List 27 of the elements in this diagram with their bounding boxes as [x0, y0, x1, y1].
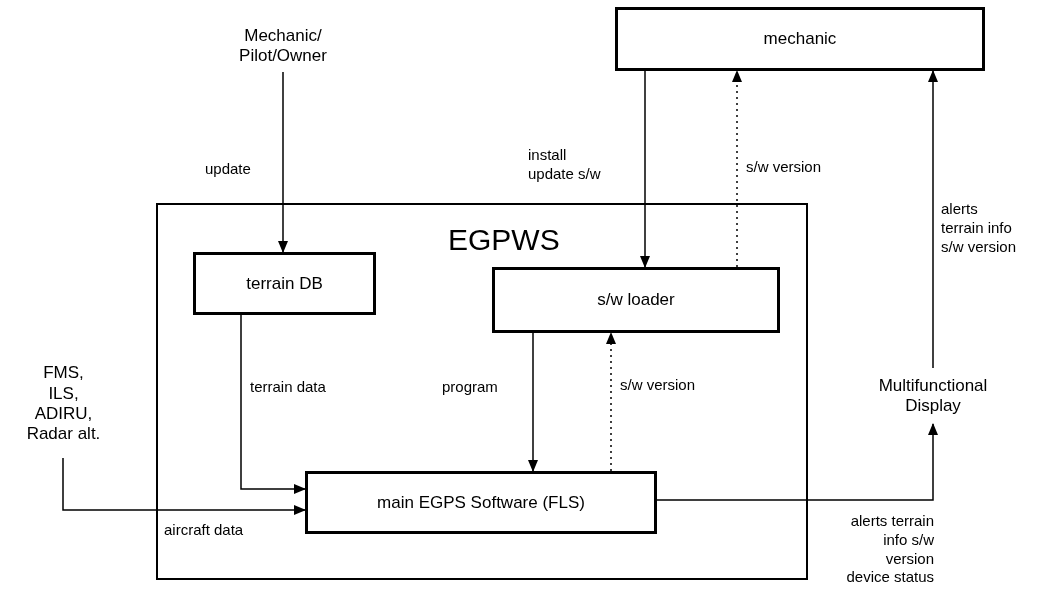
edge-label: alerts terrain info s/w version device status	[845, 512, 934, 587]
actor-label: Multifunctional Display	[850, 368, 1016, 424]
edge-label: s/w version	[746, 158, 823, 177]
system-title: EGPWS	[448, 225, 560, 255]
arrow	[656, 423, 938, 501]
edge-label: s/w version	[620, 376, 697, 395]
arrow	[732, 70, 742, 268]
arrow	[278, 71, 288, 253]
system-boundary-box	[156, 203, 808, 580]
edge-label: install update s/w	[528, 146, 602, 184]
process-box: s/w loader	[492, 267, 780, 333]
process-box: mechanic	[615, 7, 985, 71]
arrow	[240, 314, 306, 494]
actor-label: FMS, ILS, ADIRU, Radar alt.	[26, 350, 101, 458]
edge-label: terrain data	[250, 378, 327, 397]
edge-label: alerts terrain info s/w version	[941, 200, 1018, 257]
arrow	[640, 70, 650, 268]
process-box: main EGPS Software (FLS)	[305, 471, 657, 534]
arrow	[528, 332, 538, 472]
edge-label: program	[442, 378, 499, 397]
arrow	[606, 332, 616, 472]
process-box: terrain DB	[193, 252, 376, 315]
actor-label: Mechanic/ Pilot/Owner	[222, 20, 344, 72]
edge-label: aircraft data	[164, 521, 245, 540]
edge-label: update	[205, 160, 252, 179]
arrow	[62, 457, 306, 515]
arrow	[928, 70, 938, 369]
